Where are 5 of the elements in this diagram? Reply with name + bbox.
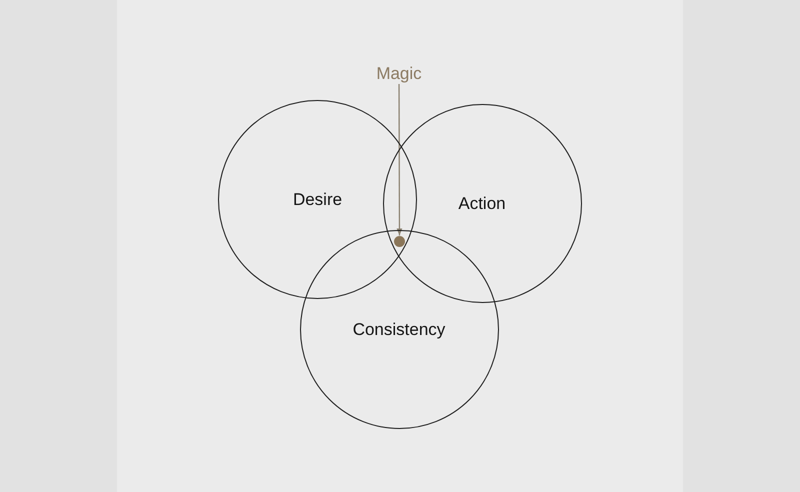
circle-label: Action [458, 194, 506, 212]
circle-label: Desire [292, 191, 342, 208]
magic-label: Magic [368, 62, 430, 84]
leader-arrow [396, 84, 402, 236]
circle-label: Consistency [352, 320, 446, 338]
